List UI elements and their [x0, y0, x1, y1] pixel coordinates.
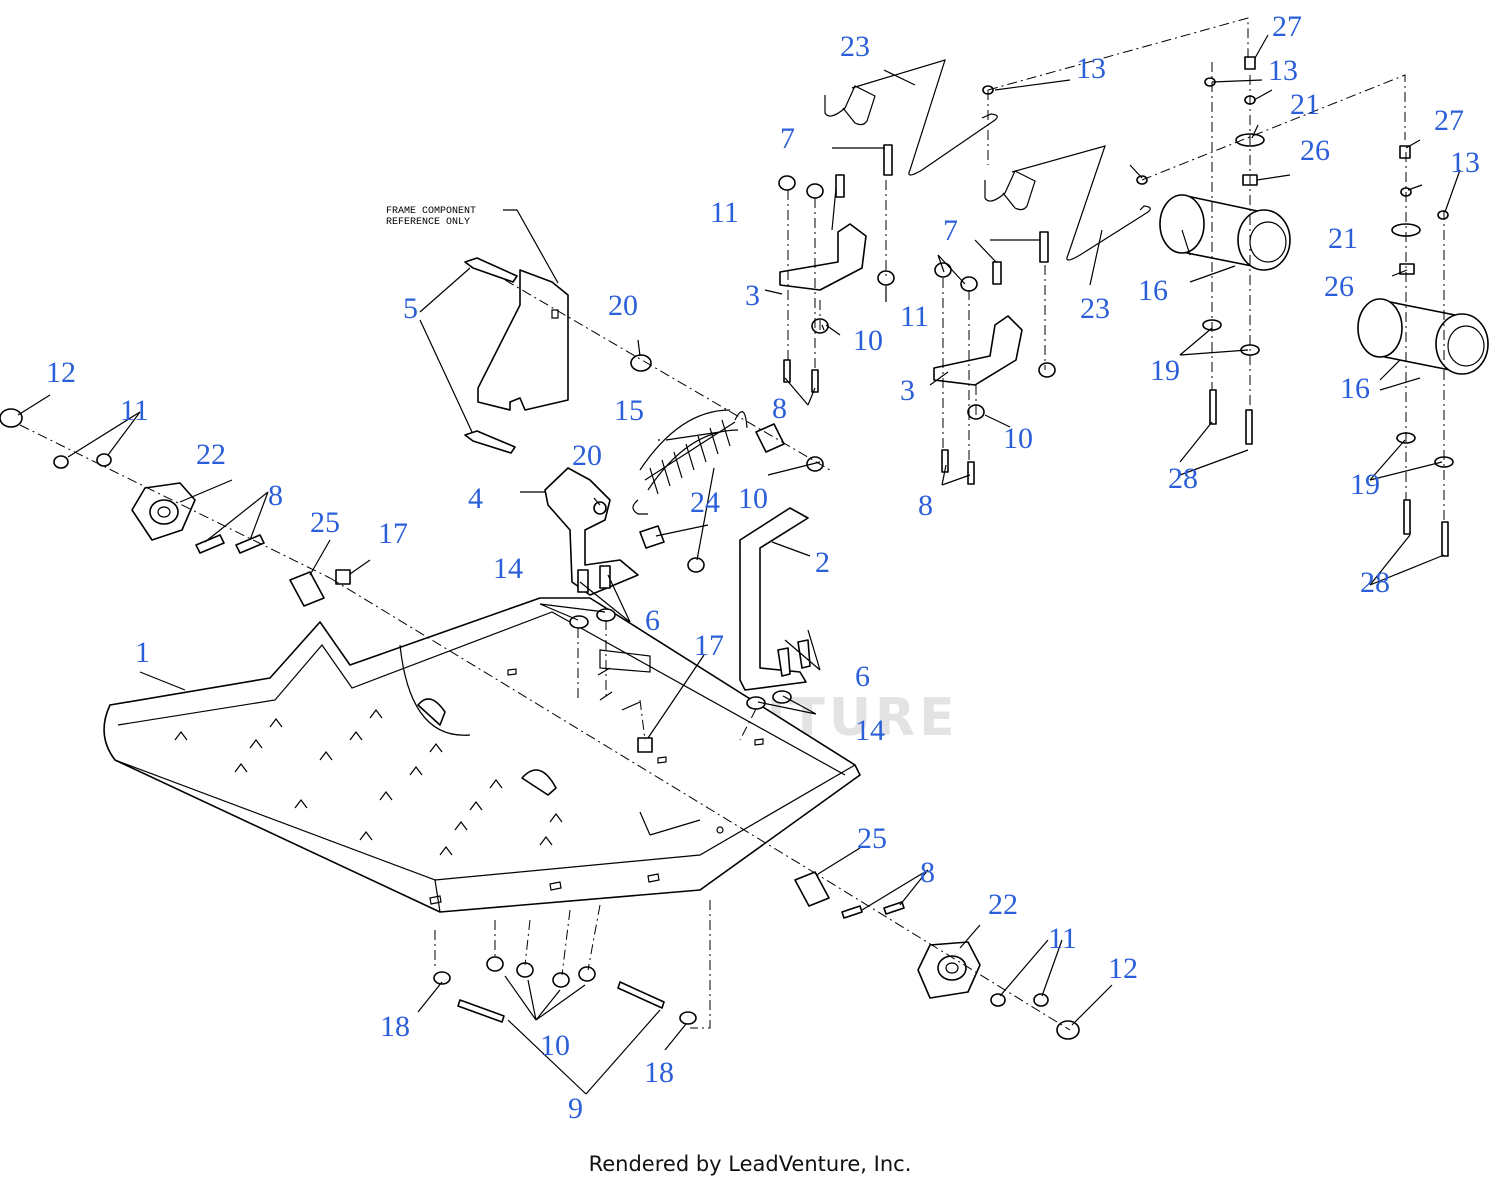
callout-28: 28	[1360, 566, 1390, 599]
callout-11: 11	[710, 196, 739, 229]
footer-credit: Rendered by LeadVenture, Inc.	[588, 1152, 912, 1176]
brackets-part-3	[779, 223, 1023, 386]
callout-21: 21	[1328, 222, 1358, 255]
flange-bearings	[131, 482, 981, 999]
callout-20: 20	[608, 289, 638, 322]
spacers-and-bushings	[289, 423, 830, 907]
callout-3: 3	[745, 279, 760, 312]
callout-5: 5	[403, 292, 418, 325]
callout-16: 16	[1138, 274, 1168, 307]
callout-21: 21	[1290, 88, 1320, 121]
callout-14: 14	[855, 714, 885, 747]
callout-22: 22	[196, 438, 226, 471]
callout-8: 8	[918, 489, 933, 522]
callout-11: 11	[1048, 922, 1077, 955]
callout-2: 2	[815, 546, 830, 579]
callout-18: 18	[644, 1056, 674, 1089]
callout-19: 19	[1150, 354, 1180, 387]
callout-14: 14	[493, 552, 523, 585]
callout-23: 23	[840, 30, 870, 63]
fasteners	[0, 56, 1454, 1040]
callout-20: 20	[572, 439, 602, 472]
platform-traction-cleats	[174, 709, 563, 856]
callout-27: 27	[1434, 104, 1464, 137]
callout-16: 16	[1340, 372, 1370, 405]
callout-8: 8	[772, 392, 787, 425]
callout-28: 28	[1168, 462, 1198, 495]
callout-23: 23	[1080, 292, 1110, 325]
callout-3: 3	[900, 374, 915, 407]
tube-sleeves	[1159, 194, 1489, 375]
callout-7: 7	[780, 122, 795, 155]
reference-note-line-1: FRAME COMPONENT	[386, 206, 476, 217]
bracket-part-4	[544, 467, 639, 596]
callout-19: 19	[1350, 468, 1380, 501]
leader-lines	[17, 34, 1461, 1095]
frame-reference-plate	[477, 269, 569, 411]
callout-24: 24	[690, 486, 720, 519]
callout-12: 12	[46, 356, 76, 389]
callout-9: 9	[568, 1092, 583, 1125]
callout-18: 18	[380, 1010, 410, 1043]
callout-8: 8	[268, 479, 283, 512]
callout-6: 6	[645, 604, 660, 637]
callout-13: 13	[1268, 54, 1298, 87]
callout-7: 7	[943, 214, 958, 247]
callout-8: 8	[920, 856, 935, 889]
callout-17: 17	[378, 517, 408, 550]
reference-note-line-2: REFERENCE ONLY	[386, 217, 470, 228]
foot-platform	[103, 597, 861, 913]
callout-4: 4	[468, 482, 483, 515]
callout-22: 22	[988, 888, 1018, 921]
callout-10: 10	[1003, 422, 1033, 455]
callout-13: 13	[1450, 146, 1480, 179]
callout-6: 6	[855, 660, 870, 693]
frame-reference-note: FRAME COMPONENT REFERENCE ONLY	[386, 206, 559, 284]
callout-27: 27	[1272, 10, 1302, 43]
callout-10: 10	[540, 1029, 570, 1062]
assembly-centerlines	[19, 17, 1445, 1031]
callout-17: 17	[694, 629, 724, 662]
callout-12: 12	[1108, 952, 1138, 985]
callout-labels: 1 2 3 3 4 5 6 6 7 7 8 8 8 8 9 10 10 10 1…	[46, 10, 1480, 1125]
callout-13: 13	[1076, 52, 1106, 85]
extension-spring	[632, 409, 748, 515]
callout-26: 26	[1300, 134, 1330, 167]
callout-25: 25	[857, 822, 887, 855]
callout-1: 1	[135, 636, 150, 669]
callout-10: 10	[853, 324, 883, 357]
callout-15: 15	[614, 394, 644, 427]
callout-25: 25	[310, 506, 340, 539]
bracket-part-2	[739, 507, 811, 691]
callout-10: 10	[738, 482, 768, 515]
callout-11: 11	[120, 394, 149, 427]
wire-springs	[824, 59, 1151, 261]
callout-11: 11	[900, 300, 929, 333]
callout-26: 26	[1324, 270, 1354, 303]
